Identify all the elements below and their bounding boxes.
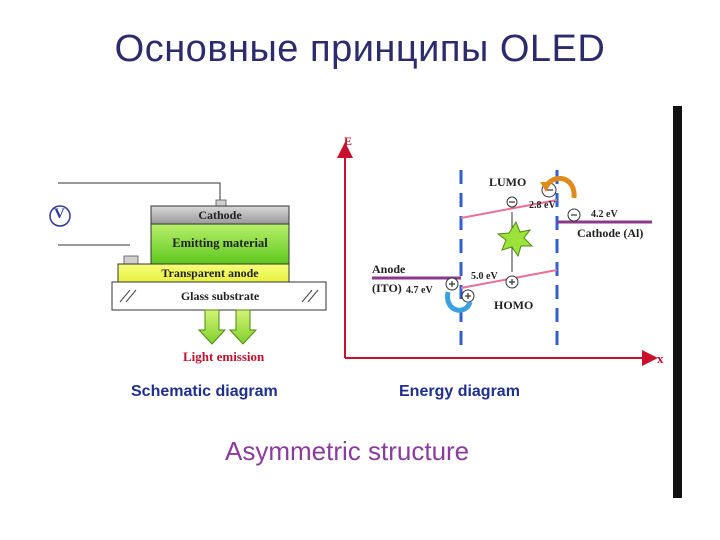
position-axis-label: x	[657, 351, 664, 366]
emitting-layer-label: Emitting material	[172, 236, 268, 250]
lumo-ev-label: 2.8 eV	[529, 200, 556, 211]
subtitle: Asymmetric structure	[225, 436, 470, 466]
hole-plus-2	[465, 293, 471, 299]
schematic-caption: Schematic diagram	[131, 383, 278, 400]
voltage-source-icon	[49, 205, 71, 227]
anode-layer-label: Transparent anode	[161, 266, 259, 280]
wire-top	[58, 182, 221, 202]
homo-ev-label: 5.0 eV	[471, 271, 498, 282]
glass-substrate-label: Glass substrate	[180, 289, 260, 303]
emitting-layer	[150, 223, 290, 265]
energy-diagram	[337, 142, 658, 366]
hole-injection-arrow	[445, 291, 473, 313]
right-edge-bar	[673, 106, 682, 498]
lumo-band	[460, 199, 558, 219]
hole-plus-1	[449, 281, 455, 287]
anode-ev-label: 4.7 eV	[406, 285, 433, 296]
anode-contact	[123, 255, 139, 265]
light-emission-label: Light emission	[183, 349, 265, 364]
glass-substrate	[111, 281, 327, 311]
homo-label: HOMO	[494, 298, 534, 312]
light-emission-arrows	[197, 309, 258, 345]
anode-label: Anode	[372, 262, 406, 276]
cathode-layer-label: Cathode	[198, 208, 242, 222]
energy-caption: Energy diagram	[399, 383, 520, 400]
hole-plus-3	[509, 279, 515, 285]
exciton-burst-icon	[496, 220, 534, 258]
electron-injection-head	[540, 182, 552, 192]
cathode-contact	[215, 199, 227, 207]
schematic-diagram	[49, 182, 327, 345]
voltage-label: V	[54, 206, 65, 222]
page-title: Основные принципы OLED	[114, 28, 606, 70]
energy-axis-label: E	[344, 134, 353, 148]
lumo-label: LUMO	[489, 175, 527, 189]
anode-material-label: (ITO)	[372, 281, 402, 295]
cathode-material-label: Cathode (Al)	[577, 226, 644, 240]
glass-hatching	[119, 289, 319, 303]
cathode-ev-label: 4.2 eV	[591, 209, 618, 220]
